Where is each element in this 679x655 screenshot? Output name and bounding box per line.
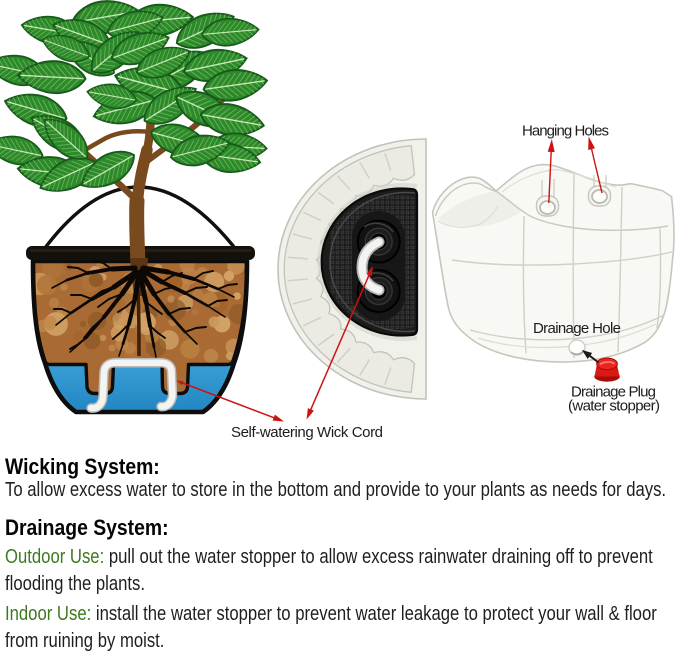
svg-text:Drainage Hole: Drainage Hole xyxy=(533,320,621,337)
svg-text:(water stopper): (water stopper) xyxy=(568,398,660,415)
svg-text:Self-watering Wick Cord: Self-watering Wick Cord xyxy=(231,424,383,441)
svg-text:Drainage Plug: Drainage Plug xyxy=(571,384,656,401)
svg-text:Hanging Holes: Hanging Holes xyxy=(522,123,609,140)
